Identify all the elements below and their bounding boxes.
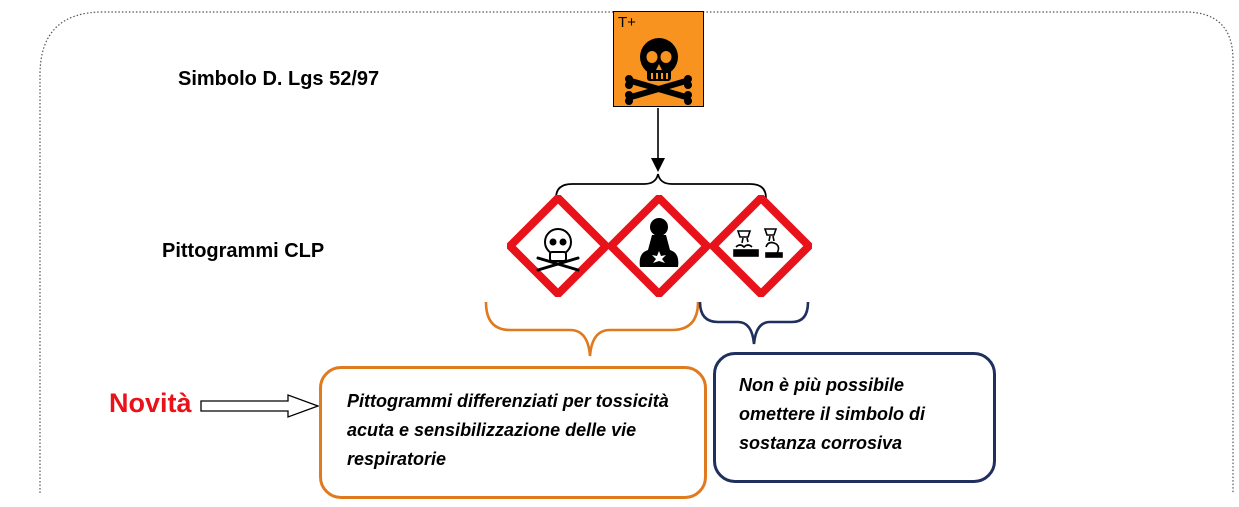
health-hazard-icon [639,218,679,267]
clp-pictogram-toxic [504,192,612,300]
corrosive-symbol-note: Non è più possibile omettere il simbolo … [713,352,996,483]
outer-frame [39,11,1234,493]
clp-pictogram-health-hazard [605,192,713,300]
t-plus-code: T+ [618,14,636,31]
orange-brace [484,301,700,357]
novelty-label: Novità [109,388,192,418]
t-plus-symbol: T+ [613,11,704,107]
differentiated-pictograms-note: Pittogrammi differenziati per tossicità … [319,366,707,499]
clp-pictogram-corrosive [707,192,815,300]
skull-crossbones-icon [625,38,692,105]
old-symbol-label: Simbolo D. Lgs 52/97 [178,68,380,90]
down-arrow-head [651,158,665,172]
corrosive-symbol-text: Non è più possibile omettere il simbolo … [739,375,926,453]
clp-pictograms-label: Pittogrammi CLP [162,240,325,262]
corrosion-icon [733,228,783,258]
black-brace [555,173,767,199]
novelty-arrow [200,394,320,418]
differentiated-pictograms-text: Pittogrammi differenziati per tossicità … [347,391,669,469]
navy-brace [698,301,810,345]
skull-crossbones-icon [536,228,580,272]
